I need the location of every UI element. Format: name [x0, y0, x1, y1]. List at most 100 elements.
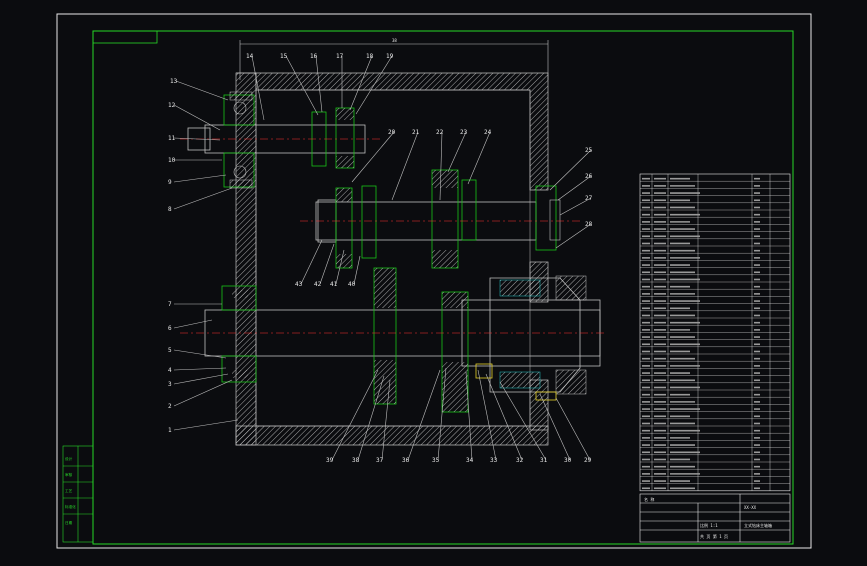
callout-label-6: 6 — [168, 325, 172, 332]
intermediate-shaft-assembly — [300, 169, 580, 269]
callout-label-40: 40 — [348, 281, 356, 288]
left-stamp — [62, 445, 94, 543]
callout-label-13: 13 — [170, 78, 178, 85]
callout-label-20: 20 — [388, 129, 396, 136]
bill-of-materials — [639, 173, 791, 492]
callout-leader — [439, 131, 443, 201]
callout-leader — [447, 131, 467, 173]
callout-label-4: 4 — [168, 367, 172, 374]
callout-leader — [381, 379, 391, 461]
callout-leader — [173, 104, 221, 131]
callout-leader — [315, 55, 323, 113]
callout-label-18: 18 — [366, 53, 374, 60]
callout-label-43: 43 — [295, 281, 303, 288]
title-company: XX·XX — [744, 505, 757, 510]
callout-leader — [173, 379, 233, 407]
title-block — [639, 493, 791, 543]
callout-label-31: 31 — [540, 457, 548, 464]
stamp-label: 日期 — [65, 520, 73, 525]
callout-label-7: 7 — [168, 301, 172, 308]
corner-tag-box — [92, 30, 158, 44]
callout-leader — [467, 131, 491, 185]
callout-leader — [251, 55, 265, 121]
callout-label-27: 27 — [585, 195, 593, 202]
callout-label-41: 41 — [330, 281, 338, 288]
callout-leader — [173, 187, 233, 210]
callout-label-34: 34 — [466, 457, 474, 464]
callout-leader — [285, 55, 319, 116]
callout-label-16: 16 — [310, 53, 318, 60]
callout-leader — [335, 249, 345, 285]
callout-leader — [499, 381, 547, 461]
callout-leader — [173, 349, 227, 359]
callout-label-1: 1 — [168, 427, 172, 434]
callout-leader — [173, 419, 239, 431]
callout-leader — [437, 367, 447, 461]
callout-leader — [353, 255, 361, 285]
callout-leader — [555, 223, 592, 249]
callout-label-22: 22 — [436, 129, 444, 136]
callout-leader — [173, 137, 221, 141]
callout-label-35: 35 — [432, 457, 440, 464]
callout-label-10: 10 — [168, 157, 176, 164]
callout-leader — [351, 131, 395, 183]
callout-label-2: 2 — [168, 403, 172, 410]
callout-leader — [173, 174, 227, 183]
callout-leader — [300, 239, 323, 285]
callout-label-37: 37 — [376, 457, 384, 464]
stamp-label: 标准化 — [65, 504, 76, 509]
callout-leader — [407, 369, 441, 461]
callout-label-5: 5 — [168, 347, 172, 354]
callout-leader — [557, 175, 592, 201]
callout-label-29: 29 — [584, 457, 592, 464]
stamp-label: 设计 — [65, 456, 73, 461]
callout-leader — [349, 55, 373, 111]
stamp-label: 审核 — [65, 472, 73, 477]
input-shaft-assembly — [180, 91, 380, 189]
callout-leader — [539, 393, 571, 461]
callout-label-38: 38 — [352, 457, 360, 464]
callout-label-12: 12 — [168, 102, 176, 109]
sheet-label: 共 页 第 1 页 — [700, 533, 728, 539]
callout-label-19: 19 — [386, 53, 394, 60]
stamp-label: 工艺 — [65, 488, 73, 493]
callout-leader — [331, 369, 379, 461]
callout-label-14: 14 — [246, 53, 254, 60]
drawing-title: 立式钻床主轴箱 — [744, 522, 772, 528]
callout-leader — [355, 55, 393, 115]
callout-leader — [555, 397, 591, 461]
callout-label-25: 25 — [585, 147, 593, 154]
callout-label-23: 23 — [460, 129, 468, 136]
callout-leader — [477, 369, 497, 461]
callout-label-11: 11 — [168, 135, 176, 142]
top-dimension-label: 38 — [392, 38, 397, 43]
callout-leader — [173, 373, 229, 385]
callout-leader — [391, 131, 419, 201]
callout-label-33: 33 — [490, 457, 498, 464]
callout-leader — [485, 373, 523, 461]
callout-label-3: 3 — [168, 381, 172, 388]
callout-leader — [559, 197, 592, 216]
spindle-assembly — [180, 267, 605, 413]
callout-label-39: 39 — [326, 457, 334, 464]
callout-leader — [465, 371, 473, 461]
callout-leader — [549, 149, 592, 191]
callout-label-28: 28 — [585, 221, 593, 228]
callout-label-15: 15 — [280, 53, 288, 60]
callout-leader — [173, 367, 227, 371]
callout-leader — [319, 243, 335, 285]
callout-label-36: 36 — [402, 457, 410, 464]
sheet-frame — [56, 13, 812, 549]
drawing-border — [92, 30, 794, 545]
callout-label-26: 26 — [585, 173, 593, 180]
callout-leader — [173, 319, 213, 329]
title-block-header: 名 称 — [644, 496, 654, 502]
scale-label: 比例 1:1 — [700, 522, 718, 528]
callout-label-30: 30 — [564, 457, 572, 464]
callout-label-17: 17 — [336, 53, 344, 60]
callout-label-8: 8 — [168, 206, 172, 213]
callout-label-21: 21 — [412, 129, 420, 136]
